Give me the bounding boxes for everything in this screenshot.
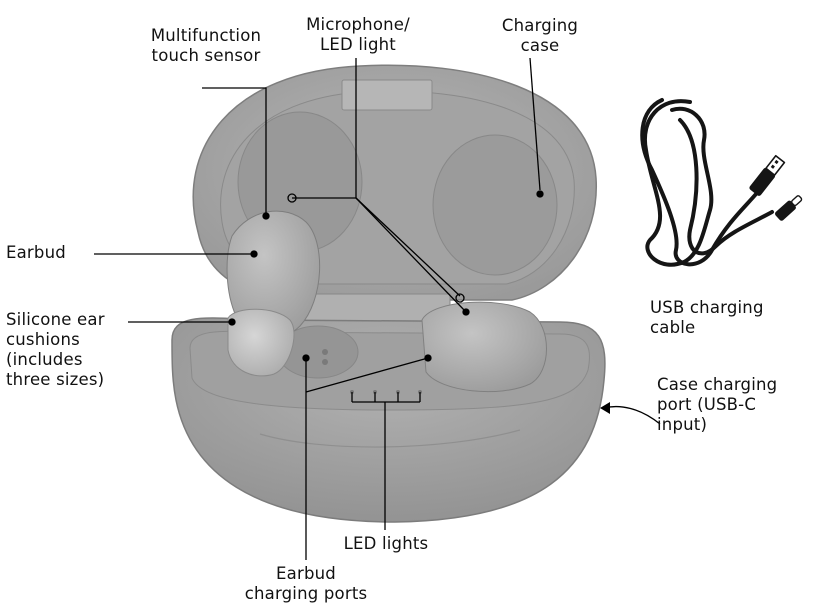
right-earbud [421, 301, 547, 393]
label-silicone-ear-cushions: Silicone ear cushions (includes three si… [6, 310, 105, 389]
leader-usb-c-port [603, 405, 661, 425]
label-led-lights: LED lights [343, 534, 429, 553]
leader-touch-sensor [202, 87, 267, 216]
left-earbud [226, 210, 321, 377]
label-usb-charging-cable: USB charging cable [650, 298, 764, 337]
label-microphone-led-light: Microphone/ LED light [306, 15, 410, 54]
label-multifunction-touch-sensor: Multifunction touch sensor [150, 26, 262, 65]
label-case-charging-port: Case charging port (USB-C input) [657, 375, 778, 434]
label-earbud-charging-ports: Earbud charging ports [244, 564, 368, 603]
label-earbud: Earbud [6, 243, 66, 262]
leader-charging-case [529, 57, 541, 191]
silicone-ear-tip [227, 308, 295, 377]
label-charging-case: Charging case [501, 16, 579, 55]
leader-lines [94, 57, 661, 560]
usb-charging-cable [640, 98, 803, 267]
